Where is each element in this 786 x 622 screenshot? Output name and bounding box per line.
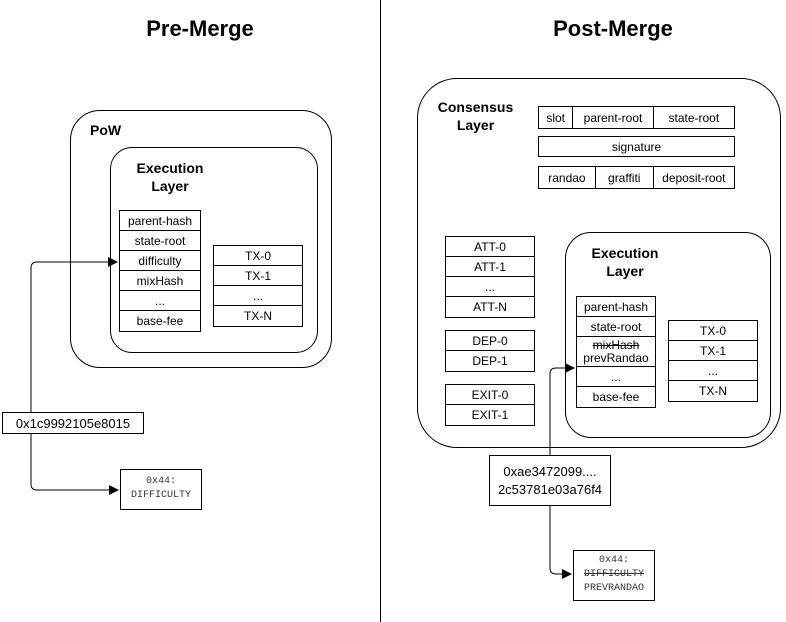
exit-1: EXIT-1: [445, 404, 535, 426]
attestation-0: ATT-0: [445, 236, 535, 258]
pre-header-state-root: state-root: [119, 230, 201, 252]
post-header-parent-hash: parent-hash: [576, 296, 656, 318]
post-tx-n: TX-N: [668, 380, 758, 402]
post-header-ellipsis: ...: [576, 366, 656, 388]
beacon-header-row-3: randao graffiti deposit-root: [538, 166, 735, 189]
pre-transaction-list: TX-0 TX-1 ... TX-N: [213, 245, 303, 327]
post-block-header: parent-hash state-root mixHash prevRanda…: [576, 296, 656, 408]
post-tx-1: TX-1: [668, 340, 758, 362]
pre-tx-n: TX-N: [213, 305, 303, 327]
post-execution-layer-label: Execution Layer: [591, 245, 659, 279]
deposit-1: DEP-1: [445, 350, 535, 372]
pre-header-difficulty: difficulty: [119, 250, 201, 272]
pre-tx-ellipsis: ...: [213, 285, 303, 307]
pre-opcode-box: 0x44: DIFFICULTY: [120, 469, 202, 510]
section-divider: [380, 0, 381, 622]
post-opcode-box: 0x44: DIFFICULTY PREVRANDAO: [573, 550, 655, 601]
post-tx-ellipsis: ...: [668, 360, 758, 382]
attestation-1: ATT-1: [445, 256, 535, 278]
post-header-prevrandao-new: prevRandao: [583, 351, 649, 365]
beacon-graffiti: graffiti: [595, 166, 654, 189]
pre-opcode-number: 0x44:: [145, 476, 176, 487]
attestation-ellipsis: ...: [445, 276, 535, 298]
post-value-line-2: 2c53781e03a76f4: [497, 481, 603, 497]
post-transaction-list: TX-0 TX-1 ... TX-N: [668, 320, 758, 402]
exit-list: EXIT-0 EXIT-1: [445, 384, 535, 426]
pre-execution-layer-label: Execution Layer: [136, 160, 204, 194]
beacon-parent-root: parent-root: [573, 106, 654, 129]
post-opcode-number: 0x44:: [598, 555, 629, 566]
post-header-base-fee: base-fee: [576, 386, 656, 408]
pre-tx-0: TX-0: [213, 245, 303, 267]
pre-arrow-to-opcode: [30, 434, 119, 495]
pow-label: PoW: [90, 122, 122, 138]
beacon-slot: slot: [538, 106, 574, 129]
pre-opcode-name: DIFFICULTY: [130, 490, 191, 501]
pre-block-header: parent-hash state-root difficulty mixHas…: [119, 210, 201, 332]
beacon-deposit-root: deposit-root: [653, 166, 735, 189]
post-opcode-old-name: DIFFICULTY: [583, 569, 644, 580]
post-header-state-root: state-root: [576, 316, 656, 338]
beacon-header-row-1: slot parent-root state-root: [538, 106, 735, 129]
post-merge-title: Post-Merge: [553, 16, 673, 41]
attestation-list: ATT-0 ATT-1 ... ATT-N: [445, 236, 535, 318]
pre-header-mixhash: mixHash: [119, 270, 201, 292]
post-header-mixhash-prevrandao: mixHash prevRandao: [576, 336, 656, 368]
pre-difficulty-value: 0x1c9992105e8015: [2, 412, 144, 434]
post-arrow-to-opcode: [549, 506, 572, 579]
post-opcode-new-name: PREVRANDAO: [583, 583, 644, 594]
deposit-list: DEP-0 DEP-1: [445, 330, 535, 372]
exit-0: EXIT-0: [445, 384, 535, 406]
pre-tx-1: TX-1: [213, 265, 303, 287]
post-value-line-1: 0xae3472099....: [503, 463, 597, 479]
deposit-0: DEP-0: [445, 330, 535, 352]
pre-header-parent-hash: parent-hash: [119, 210, 201, 232]
beacon-state-root: state-root: [653, 106, 735, 129]
post-tx-0: TX-0: [668, 320, 758, 342]
beacon-randao: randao: [538, 166, 596, 189]
post-header-mixhash-old: mixHash: [592, 338, 640, 352]
beacon-signature: signature: [538, 136, 735, 157]
pre-merge-title: Pre-Merge: [146, 16, 254, 41]
attestation-n: ATT-N: [445, 296, 535, 318]
consensus-layer-label: Consensus Layer: [437, 99, 514, 133]
post-prevrandao-value: 0xae3472099.... 2c53781e03a76f4: [489, 455, 611, 506]
pre-header-ellipsis: ...: [119, 290, 201, 312]
pre-header-base-fee: base-fee: [119, 310, 201, 332]
